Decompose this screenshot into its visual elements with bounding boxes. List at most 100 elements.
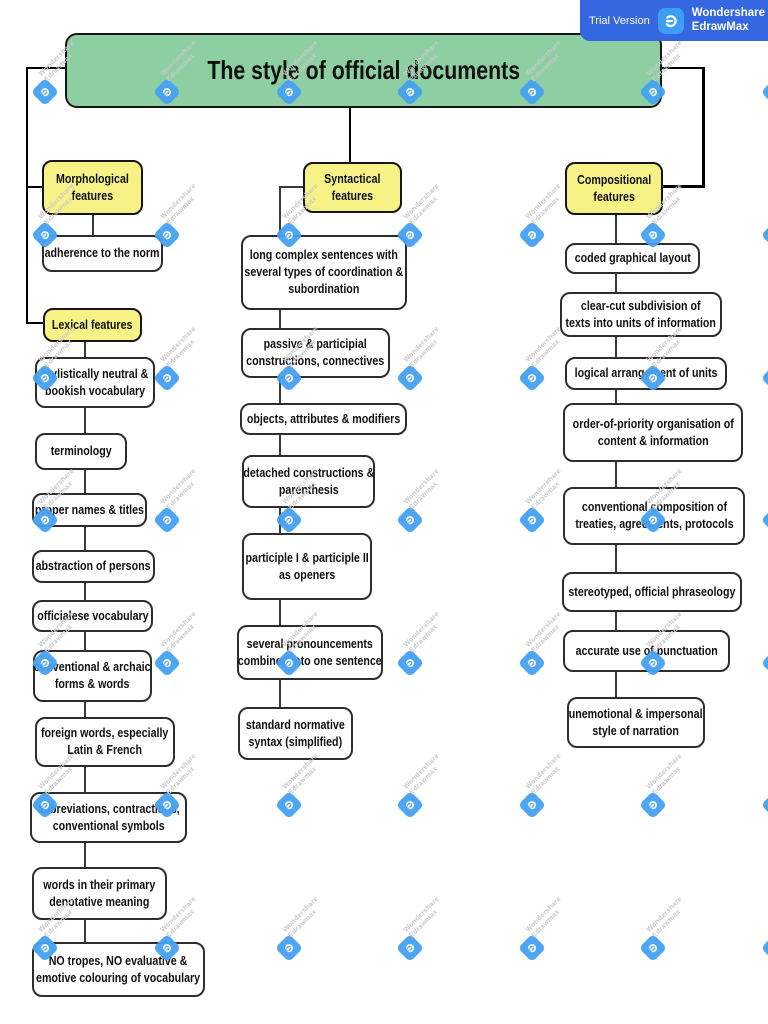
- node-stereotyped-phraseology[interactable]: stereotyped, official phraseology: [562, 572, 742, 612]
- connector-line: [27, 186, 42, 188]
- watermark-brand-text: Wondershare Edrawmax: [402, 325, 441, 370]
- trial-version-banner[interactable]: Trial Version Wondershare EdrawMax: [580, 0, 768, 41]
- node-officialese-vocabulary[interactable]: officialese vocabulary: [32, 600, 153, 632]
- connector-line: [615, 672, 617, 697]
- edrawmax-watermark-icon: [30, 790, 60, 820]
- edrawmax-watermark-icon: [274, 648, 304, 678]
- connector-line: [615, 612, 617, 630]
- edrawmax-watermark-icon: [638, 77, 668, 107]
- node-label: several pronouncements combined into one…: [238, 635, 382, 668]
- node-unemotional-style[interactable]: unemotional & impersonal style of narrat…: [567, 697, 705, 748]
- node-label: passive & participial constructions, con…: [246, 336, 385, 368]
- connector-line: [279, 186, 281, 235]
- node-label: proper names & titles: [34, 501, 145, 517]
- edrawmax-watermark-icon: [638, 933, 668, 963]
- node-abstraction-persons[interactable]: abstraction of persons: [32, 550, 155, 583]
- edrawmax-watermark-icon: [517, 648, 547, 678]
- connector-line: [84, 702, 86, 717]
- node-participle-openers[interactable]: participle I & participle II as openers: [242, 533, 372, 600]
- watermark-brand-text: Wondershare Edrawmax: [402, 610, 441, 655]
- edrawmax-watermark-icon: [395, 363, 425, 393]
- edrawmax-watermark-icon: [30, 363, 60, 393]
- connector-line: [279, 680, 281, 707]
- connector-line: [84, 767, 86, 792]
- edrawmax-watermark-icon: [517, 77, 547, 107]
- watermark-brand-text: Wondershare Edrawmax: [645, 895, 684, 940]
- edrawmax-watermark-icon: [395, 648, 425, 678]
- node-label: adherence to the norm: [45, 245, 160, 261]
- brand-name: Wondershare EdrawMax: [692, 7, 765, 33]
- watermark-brand-text: Wondershare Edrawmax: [524, 182, 563, 227]
- edrawmax-watermark-icon: [760, 790, 768, 820]
- connector-line: [84, 632, 86, 650]
- node-label: long complex sentences with several type…: [244, 247, 404, 296]
- edrawmax-watermark-icon: [638, 220, 668, 250]
- watermark-brand-text: Wondershare Edrawmax: [645, 752, 684, 797]
- node-standard-normative-syntax[interactable]: standard normative syntax (simplified): [238, 707, 353, 760]
- edrawmax-watermark-icon: [760, 363, 768, 393]
- node-root-title[interactable]: The style of official documents: [65, 33, 662, 108]
- edrawmax-watermark-icon: [638, 505, 668, 535]
- connector-line: [280, 186, 303, 188]
- connector-line: [662, 67, 704, 69]
- connector-line: [92, 215, 94, 235]
- node-words-primary-meaning[interactable]: words in their primary denotative meanin…: [32, 867, 167, 920]
- node-several-pronouncements[interactable]: several pronouncements combined into one…: [237, 625, 383, 680]
- connector-line: [615, 215, 617, 243]
- edrawmax-watermark-icon: [760, 648, 768, 678]
- node-label: abstraction of persons: [36, 558, 151, 574]
- edrawmax-watermark-icon: [517, 220, 547, 250]
- edrawmax-watermark-icon: [638, 790, 668, 820]
- edrawmax-watermark-icon: [152, 933, 182, 963]
- node-label: participle I & participle II as openers: [245, 549, 369, 582]
- node-order-of-priority[interactable]: order-of-priority organisation of conten…: [563, 403, 743, 462]
- node-objects-attributes[interactable]: objects, attributes & modifiers: [240, 403, 407, 435]
- edrawmax-watermark-icon: [638, 363, 668, 393]
- node-label: words in their primary denotative meanin…: [43, 876, 156, 909]
- watermark-brand-text: Wondershare Edrawmax: [402, 895, 441, 940]
- watermark-brand-text: Wondershare Edrawmax: [159, 325, 198, 370]
- watermark-brand-text: Wondershare Edrawmax: [281, 895, 320, 940]
- edrawmax-watermark-icon: [30, 77, 60, 107]
- connector-line: [615, 462, 617, 487]
- node-foreign-words[interactable]: foreign words, especially Latin & French: [35, 717, 175, 767]
- node-detached-constructions[interactable]: detached constructions & parenthesis: [242, 455, 375, 508]
- node-label: coded graphical layout: [574, 250, 691, 266]
- connector-line: [84, 408, 86, 433]
- connector-line: [615, 390, 617, 403]
- node-label: conventional composition of treaties, ag…: [574, 499, 734, 531]
- node-adherence-norm[interactable]: adherence to the norm: [42, 235, 163, 272]
- edrawmax-watermark-icon: [274, 220, 304, 250]
- edrawmax-watermark-icon: [30, 505, 60, 535]
- connector-line: [84, 470, 86, 493]
- edrawmax-watermark-icon: [30, 933, 60, 963]
- connector-line: [349, 108, 351, 162]
- connector-line: [279, 600, 281, 625]
- watermark-brand-text: Wondershare Edrawmax: [524, 325, 563, 370]
- edrawmax-watermark-icon: [274, 790, 304, 820]
- node-conventional-archaic[interactable]: conventional & archaic forms & words: [33, 650, 152, 702]
- connector-line: [84, 583, 86, 600]
- node-no-tropes[interactable]: NO tropes, NO evaluative & emotive colou…: [32, 942, 205, 997]
- node-morphological-features[interactable]: Morphological features: [42, 160, 143, 215]
- node-label: The style of official documents: [207, 54, 520, 85]
- node-coded-graphical-layout[interactable]: coded graphical layout: [565, 243, 700, 274]
- node-lexical-features[interactable]: Lexical features: [43, 308, 142, 342]
- node-long-complex-sentences[interactable]: long complex sentences with several type…: [241, 235, 407, 310]
- node-label: objects, attributes & modifiers: [246, 410, 401, 426]
- node-conventional-composition[interactable]: conventional composition of treaties, ag…: [563, 487, 745, 545]
- edrawmax-watermark-icon: [760, 505, 768, 535]
- brand-line1: Wondershare: [691, 7, 766, 20]
- node-label: Morphological features: [56, 170, 129, 203]
- node-compositional-features[interactable]: Compositional features: [565, 162, 663, 215]
- node-clearcut-subdivision[interactable]: clear-cut subdivision of texts into unit…: [560, 292, 722, 337]
- node-syntactical-features[interactable]: Syntactical features: [303, 162, 402, 213]
- node-passive-participial[interactable]: passive & participial constructions, con…: [241, 328, 390, 378]
- node-terminology[interactable]: terminology: [35, 433, 127, 470]
- watermark-brand-text: Wondershare Edrawmax: [402, 467, 441, 512]
- edrawmax-watermark-icon: [274, 933, 304, 963]
- edrawmax-watermark-icon: [517, 505, 547, 535]
- edrawmax-watermark-icon: [274, 363, 304, 393]
- connector-line: [279, 310, 281, 328]
- connector-line: [84, 920, 86, 942]
